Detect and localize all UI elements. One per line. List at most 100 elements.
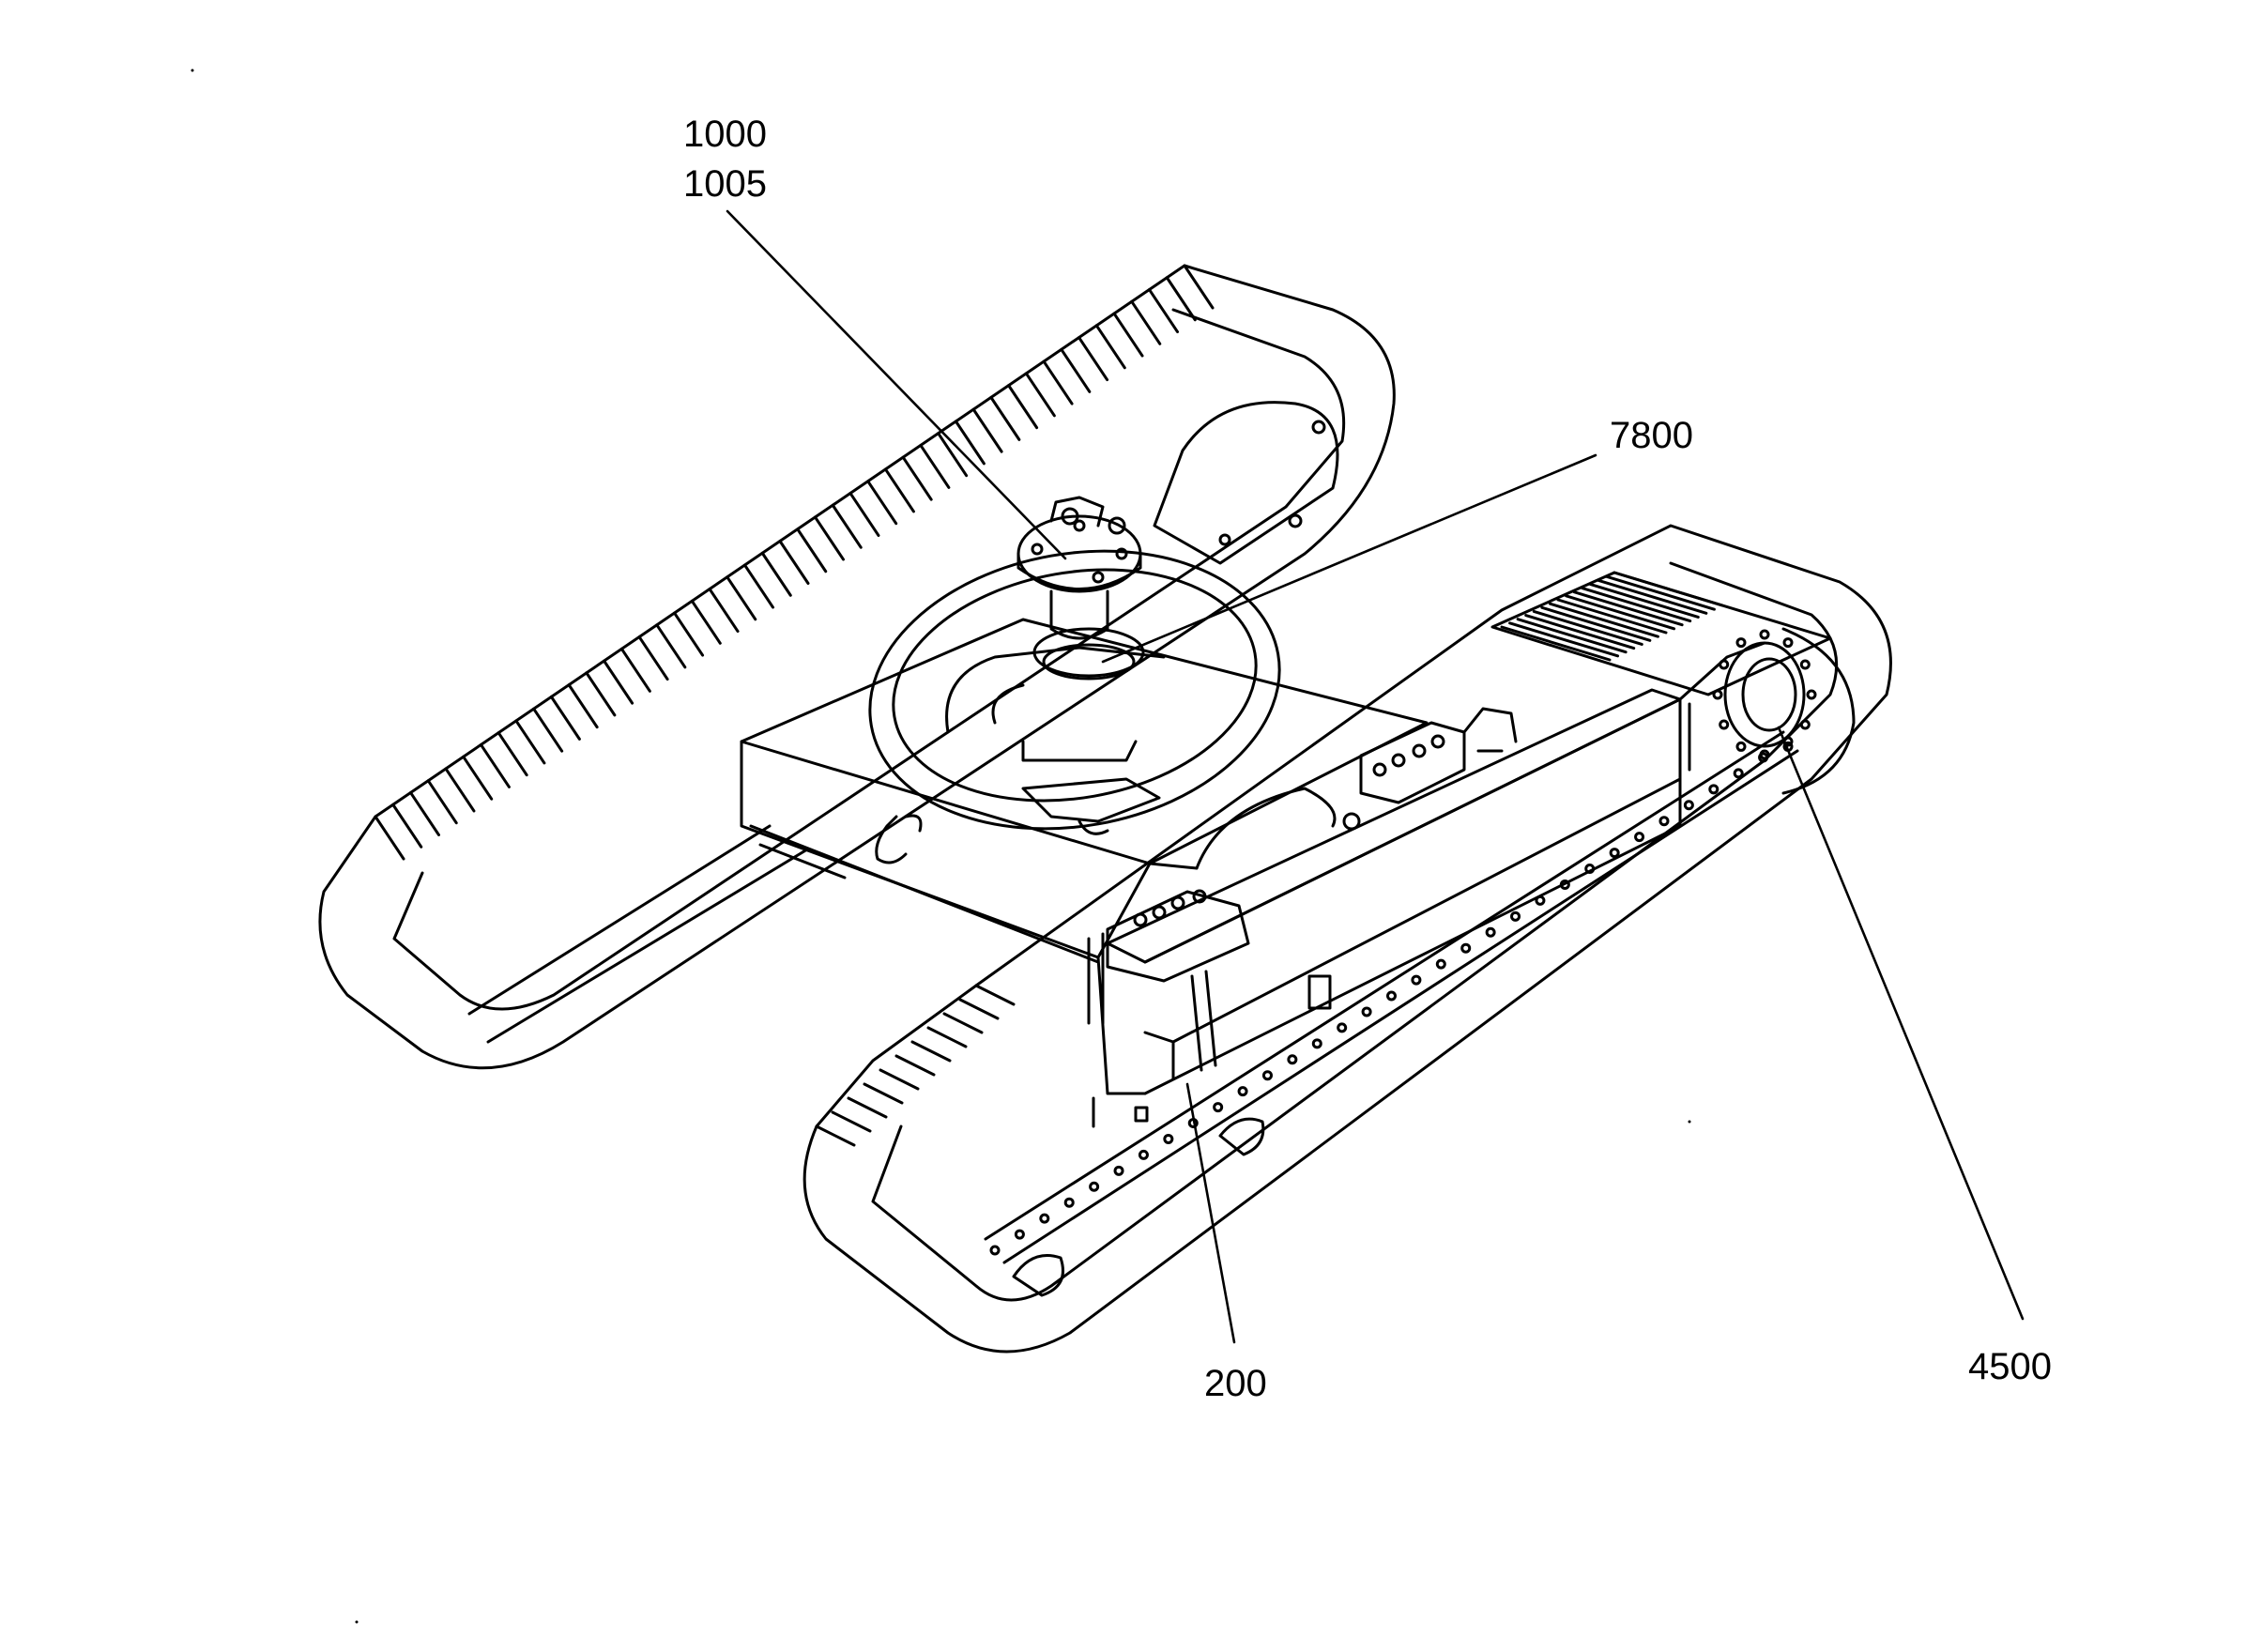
- track-shoe: [497, 731, 528, 777]
- final-drive: [1678, 627, 1856, 795]
- right-track-outline: [802, 524, 1892, 1354]
- track-shoe: [1540, 605, 1652, 642]
- track-shoe: [919, 443, 951, 489]
- callout-1000: 1000: [683, 114, 767, 155]
- track-shoe: [655, 623, 687, 669]
- track-shoe: [1094, 324, 1126, 370]
- callout-4500: 4500: [1968, 1346, 2052, 1387]
- track-shoe: [1024, 372, 1056, 418]
- track-shoe: [549, 695, 581, 741]
- track-shoe: [894, 1054, 936, 1077]
- link-hole: [1138, 1149, 1149, 1160]
- right-track-links: [984, 730, 1799, 1264]
- link-hole: [1337, 1022, 1348, 1033]
- track-shoe: [619, 647, 651, 693]
- callout-1005: 1005: [683, 163, 767, 205]
- track-shoe: [831, 1110, 872, 1133]
- track-shoe: [813, 515, 845, 561]
- track-shoe: [514, 719, 546, 765]
- track-shoe: [910, 1040, 952, 1063]
- link-hole: [1386, 990, 1397, 1002]
- link-hole: [1658, 816, 1670, 827]
- track-shoe: [1581, 587, 1692, 623]
- link-hole: [1261, 1070, 1273, 1081]
- callout-7800: 7800: [1610, 415, 1693, 456]
- link-hole: [1733, 768, 1744, 779]
- link-hole: [1213, 1102, 1224, 1113]
- track-shoe: [778, 540, 810, 585]
- link-hole: [1634, 832, 1645, 843]
- link-hole: [1510, 910, 1521, 922]
- car-body-front-face: [740, 740, 1152, 959]
- final-drive-hub-inner: [1741, 657, 1797, 732]
- track-shoe: [1508, 621, 1620, 658]
- track-shoe: [1597, 578, 1708, 615]
- track-shoe: [883, 467, 915, 513]
- right-track-link-holes: [989, 736, 1794, 1256]
- track-shoe: [901, 455, 933, 501]
- track-shoe: [479, 742, 511, 788]
- link-hole: [1435, 958, 1446, 970]
- link-hole: [1163, 1133, 1174, 1144]
- link-hole: [1113, 1165, 1124, 1176]
- track-shoe: [760, 551, 792, 597]
- left-track: [318, 264, 1396, 1070]
- leader-1000-1005: [726, 209, 1067, 560]
- left-track-outline: [318, 264, 1396, 1070]
- track-shoe: [1183, 264, 1215, 310]
- track-shoe: [989, 395, 1021, 441]
- drive-bolt: [1719, 659, 1730, 670]
- drive-bolt: [1799, 719, 1811, 730]
- track-shoe: [866, 480, 898, 526]
- link-hole: [1311, 1038, 1322, 1049]
- track-frame-top: [1106, 688, 1682, 964]
- track-shoe: [1060, 347, 1092, 393]
- link-hole: [1014, 1229, 1025, 1240]
- leader-4500: [1777, 726, 2025, 1321]
- track-shoe: [1604, 574, 1716, 611]
- track-shoe: [848, 491, 880, 537]
- track-shoe: [974, 984, 1016, 1006]
- track-shoe: [532, 707, 564, 753]
- link-hole: [1460, 942, 1472, 954]
- track-shoe: [726, 575, 757, 621]
- drive-bolt: [1782, 637, 1794, 649]
- swing-bearing: [868, 549, 1281, 835]
- right-track: [802, 524, 1892, 1354]
- link-hole: [1485, 926, 1496, 938]
- track-shoe: [585, 671, 617, 717]
- drive-bolt: [1806, 689, 1817, 700]
- track-shoe: [1565, 594, 1676, 631]
- track-shoe: [958, 998, 1000, 1020]
- track-shoe: [1548, 602, 1659, 638]
- car-body-top-plate: [740, 618, 1429, 865]
- car-body: [740, 618, 1429, 964]
- track-shoe: [926, 1026, 968, 1048]
- track-shoe: [954, 420, 986, 466]
- track-frame: [1087, 688, 1682, 1128]
- link-hole: [1683, 800, 1694, 811]
- track-shoe: [673, 611, 705, 657]
- track-shoe: [847, 1096, 888, 1119]
- track-shoe: [1556, 598, 1668, 635]
- link-hole: [1361, 1006, 1372, 1017]
- track-shoe: [567, 683, 599, 729]
- drive-bolt: [1735, 637, 1747, 649]
- leader-lines: [726, 209, 2025, 1344]
- track-shoe: [796, 528, 828, 574]
- swing-ring-outer: [868, 549, 1281, 831]
- track-shoe: [637, 635, 669, 681]
- track-shoe: [815, 1124, 856, 1147]
- track-shoe: [1524, 614, 1636, 650]
- swivel-seal-ring: [1042, 643, 1136, 681]
- track-shoe: [462, 755, 494, 801]
- track-shoe: [690, 599, 722, 645]
- track-shoe: [1148, 288, 1180, 334]
- callout-200: 200: [1204, 1363, 1267, 1404]
- track-shoe: [426, 779, 458, 825]
- track-shoe: [1500, 625, 1612, 662]
- track-shoe: [1007, 384, 1039, 430]
- track-shoe: [603, 659, 634, 705]
- track-shoe: [879, 1068, 920, 1091]
